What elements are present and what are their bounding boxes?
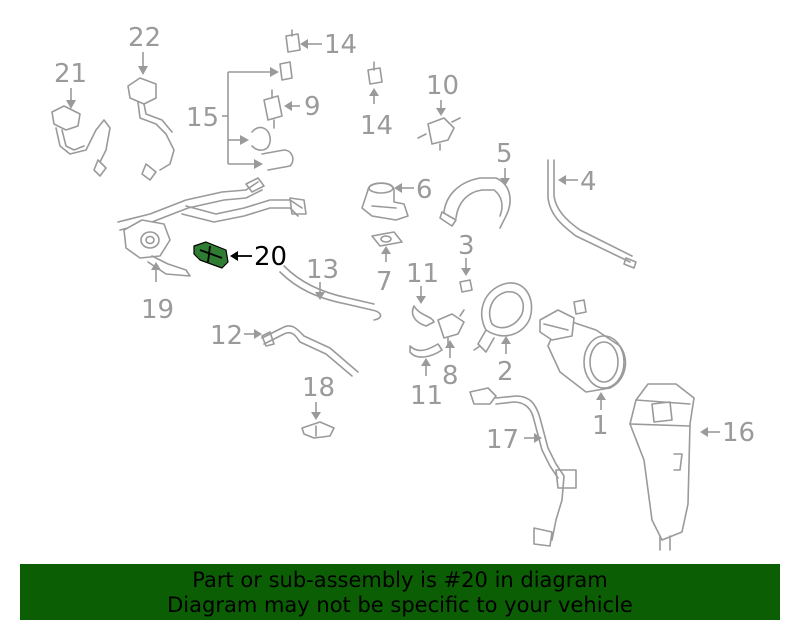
- callout-7: 7: [376, 246, 393, 297]
- callout-8-label: 8: [442, 361, 459, 391]
- part-7-gasket: [371, 231, 403, 247]
- callout-14-top-label: 14: [324, 30, 357, 60]
- part-14-fitting-top: [285, 29, 301, 53]
- callout-4-label: 4: [580, 167, 597, 197]
- callout-14-lower-label: 14: [360, 111, 393, 141]
- banner-line-disclaimer: Diagram may not be specific to your vehi…: [167, 593, 633, 617]
- callout-20-label: 20: [254, 242, 287, 272]
- part-8-valve: [437, 309, 465, 347]
- part-10-valve: [417, 117, 461, 151]
- callout-3: 3: [458, 231, 475, 276]
- callout-14-top: 14: [300, 30, 357, 60]
- part-16-canister: [629, 383, 695, 551]
- part-20-highlighted: [193, 241, 229, 269]
- callout-16: 16: [700, 418, 755, 448]
- callout-12-label: 12: [210, 321, 243, 351]
- callout-7-label: 7: [376, 267, 393, 297]
- parts-diagram: 21 22 15 14: [51, 23, 755, 551]
- callout-13: 13: [306, 255, 339, 300]
- part-3-clip: [459, 279, 473, 293]
- part-6-valve: [361, 182, 409, 221]
- callout-1: 1: [592, 392, 609, 441]
- callout-8: 8: [442, 340, 459, 391]
- part-13-hose: [279, 265, 382, 321]
- callout-11-upper-label: 11: [406, 259, 439, 289]
- banner-line-part: Part or sub-assembly is #20 in diagram: [192, 568, 608, 592]
- callout-11-upper: 11: [406, 259, 439, 304]
- callout-21: 21: [54, 59, 87, 109]
- callout-18: 18: [302, 373, 335, 420]
- callout-9: 9: [284, 92, 321, 122]
- callout-21-label: 21: [54, 59, 87, 89]
- callout-22-label: 22: [128, 23, 161, 53]
- callout-5-label: 5: [496, 139, 513, 169]
- part-18-bracket: [301, 421, 335, 439]
- callout-17-label: 17: [486, 425, 519, 455]
- callout-5: 5: [496, 139, 513, 186]
- callout-11-lower-label: 11: [410, 381, 443, 411]
- callout-6: 6: [394, 175, 433, 205]
- callout-19-label: 19: [141, 295, 174, 325]
- part-1-air-pump: [539, 299, 627, 393]
- callout-13-label: 13: [306, 255, 339, 285]
- callout-4: 4: [558, 167, 597, 197]
- callout-15-label: 15: [186, 103, 219, 133]
- part-19-tube-assembly: [117, 177, 307, 277]
- part-14-fitting: [367, 61, 383, 85]
- callout-12: 12: [210, 321, 262, 351]
- part-17-sensor-cable: [469, 387, 577, 547]
- callout-14-lower: 14: [360, 88, 393, 141]
- callout-17: 17: [486, 425, 542, 455]
- callout-18-label: 18: [302, 373, 335, 403]
- callout-11-lower: 11: [410, 358, 443, 411]
- part-15-hoses: [222, 61, 294, 171]
- part-12-hose: [261, 325, 359, 377]
- part-5-hose: [439, 177, 511, 229]
- callout-2: 2: [497, 336, 514, 387]
- callout-1-label: 1: [592, 411, 609, 441]
- part-4-hose: [547, 159, 637, 269]
- part-9-valve: [263, 89, 283, 129]
- part-2-ring: [473, 282, 533, 353]
- callout-2-label: 2: [497, 357, 514, 387]
- callout-10: 10: [426, 71, 459, 116]
- callout-9-label: 9: [304, 92, 321, 122]
- callout-6-label: 6: [416, 175, 433, 205]
- callout-15: 15: [186, 103, 219, 133]
- callout-20: 20: [230, 242, 287, 272]
- part-11-hose-upper: [411, 305, 435, 327]
- callout-16-label: 16: [722, 418, 755, 448]
- callout-3-label: 3: [458, 231, 475, 261]
- part-21-sensor: [51, 105, 111, 177]
- part-11-hose-lower: [409, 343, 443, 358]
- part-22-sensor: [127, 77, 175, 181]
- callout-22: 22: [128, 23, 161, 75]
- info-banner: Part or sub-assembly is #20 in diagram D…: [20, 564, 780, 620]
- callout-10-label: 10: [426, 71, 459, 101]
- callout-19: 19: [141, 262, 174, 325]
